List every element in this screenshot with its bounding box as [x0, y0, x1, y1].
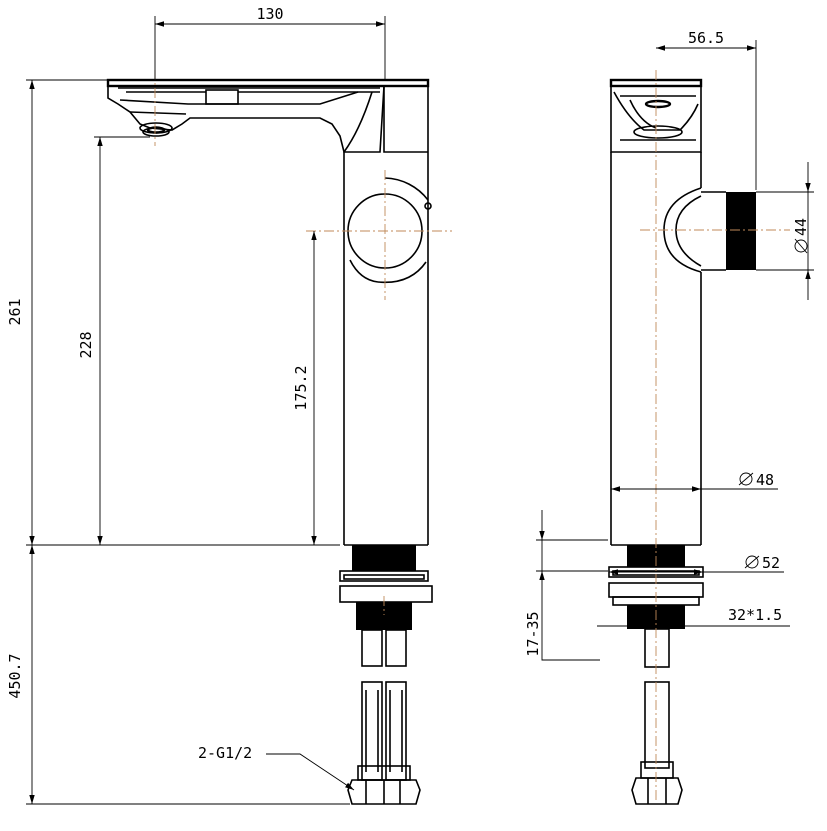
- dim-thread-label: 32*1.5: [728, 606, 782, 624]
- front-view: 130 261 228 175.2 450.7 2-G1/2: [6, 5, 452, 805]
- dim-56-5: 56.5: [656, 29, 757, 190]
- dim-228-label: 228: [77, 331, 95, 358]
- dim-dia-44: 44: [756, 162, 814, 300]
- dim-130-label: 130: [256, 5, 283, 23]
- callout-connection: 2-G1/2: [198, 744, 355, 791]
- dim-450-7: 450.7: [6, 545, 350, 805]
- dim-175-2-label: 175.2: [292, 365, 310, 410]
- dim-dia-48-label: 48: [756, 471, 774, 489]
- dim-dia-44-label: 44: [792, 218, 810, 236]
- dim-17-35: 17-35: [524, 510, 608, 661]
- dim-175-2: 175.2: [292, 231, 317, 545]
- hoses: [347, 681, 421, 805]
- dim-261: 261: [6, 79, 340, 546]
- callout-connection-label: 2-G1/2: [198, 744, 252, 762]
- dim-17-35-label: 17-35: [524, 611, 542, 656]
- dim-228: 228: [77, 136, 150, 545]
- dim-450-7-label: 450.7: [6, 653, 24, 698]
- dim-dia-52-label: 52: [762, 554, 780, 572]
- dim-thread: 32*1.5: [597, 606, 790, 629]
- handle: [347, 177, 432, 284]
- side-view: 56.5 44 48 52: [524, 29, 814, 805]
- dim-dia-48: 48: [611, 471, 778, 492]
- dim-56-5-label: 56.5: [688, 29, 724, 47]
- dim-130: 130: [154, 5, 386, 80]
- faucet-body: [343, 86, 429, 546]
- side-handle: [663, 187, 756, 273]
- shank: [339, 545, 433, 667]
- side-body: [610, 152, 702, 546]
- dim-261-label: 261: [6, 298, 24, 325]
- dim-dia-52: 52: [609, 554, 784, 575]
- spout: [106, 78, 430, 153]
